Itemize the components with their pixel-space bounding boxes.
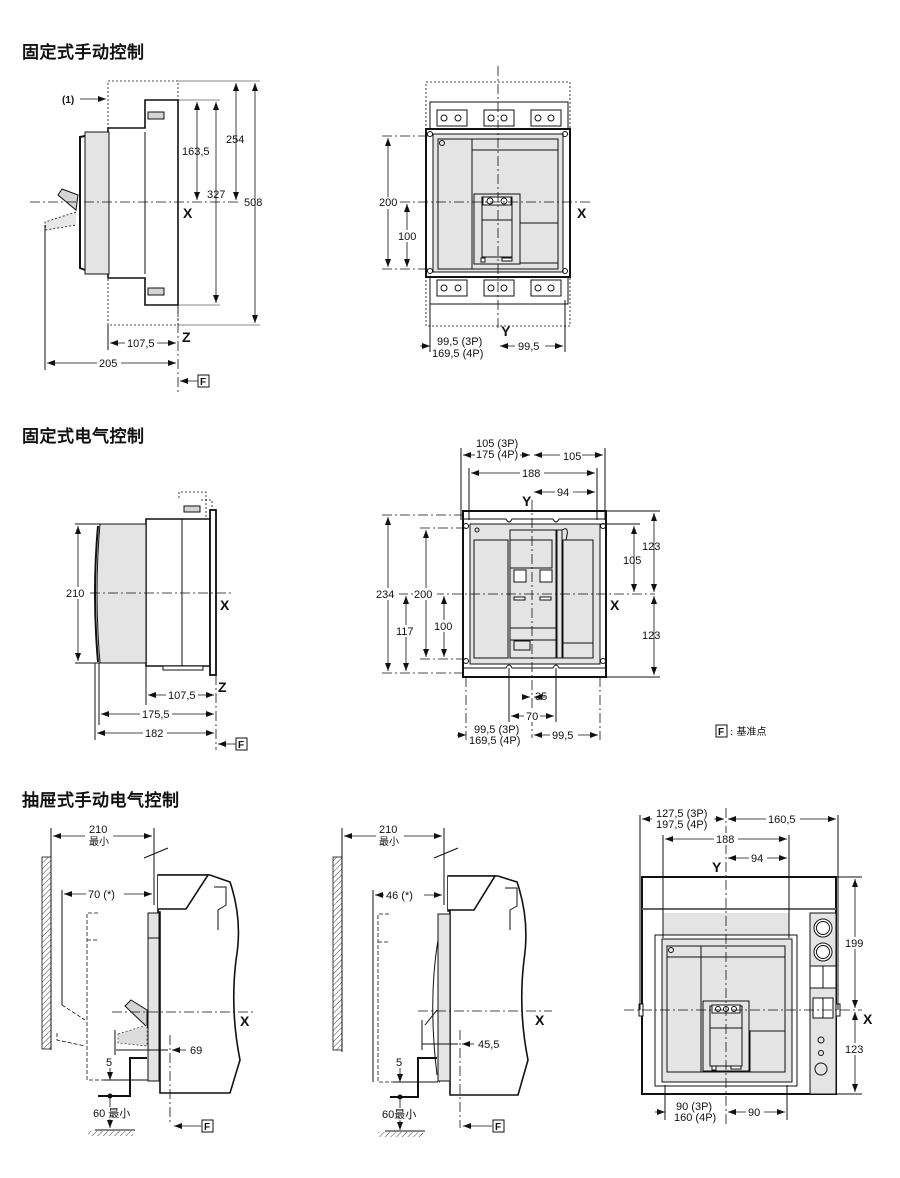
drawout-side-view-2: 210 最小 46 (*) 45,5 X 5 60最小 F	[332, 822, 552, 1137]
dim-107-5: 107,5	[127, 338, 155, 350]
x-axis-label: X	[610, 597, 620, 613]
dim-127-5-3p: 127,5 (3P)	[656, 808, 707, 820]
bottom-terminals	[429, 275, 569, 305]
z-axis-label: Z	[218, 679, 227, 695]
top-terminals	[429, 101, 569, 131]
section-title-drawout: 抽屉式手动电气控制	[22, 791, 180, 811]
dim-70: 70	[526, 711, 538, 723]
dim-60-min: 60最小	[382, 1108, 416, 1121]
dim-160-4p: 160 (4P)	[674, 1112, 716, 1124]
dim-100: 100	[398, 231, 416, 243]
dim-169-5-4p: 169,5 (4P)	[469, 735, 520, 747]
ref-f-symbol: F	[204, 1122, 210, 1133]
dim-99-5: 99,5	[518, 341, 539, 353]
dim-99-5-3p: 99,5 (3P)	[474, 724, 519, 736]
dim-107-5: 107,5	[168, 690, 196, 702]
dim-169-5-4p: 169,5 (4P)	[432, 348, 483, 360]
dim-200: 200	[414, 589, 432, 601]
dim-70-note: 70 (*)	[88, 889, 115, 901]
dim-175-5: 175,5	[142, 709, 170, 721]
dim-94: 94	[557, 487, 569, 499]
x-axis-label: X	[220, 597, 230, 613]
dim-508: 508	[244, 197, 262, 209]
dim-90-3p: 90 (3P)	[676, 1101, 712, 1113]
x-axis-label: X	[577, 205, 587, 221]
fixed-manual-front-view: X Y 200 100 99,5 (3P) 169,5 (4P) 99,5	[378, 66, 592, 360]
z-axis-label: Z	[182, 329, 191, 345]
fixed-electric-side-view: 210 X Z 107,5 175,5 182 F	[64, 491, 248, 751]
dim-210: 210	[66, 588, 84, 600]
dim-188: 188	[716, 834, 734, 846]
dim-205: 205	[99, 358, 117, 370]
dim-199: 199	[845, 938, 863, 950]
dim-254: 254	[226, 134, 244, 146]
legend-f-symbol: F	[718, 727, 724, 738]
dim-90: 90	[748, 1107, 760, 1119]
dim-210: 210	[89, 824, 107, 836]
dim-105: 105	[563, 451, 581, 463]
dim-163-5: 163,5	[182, 146, 210, 158]
dim-min-label: 最小	[379, 836, 399, 848]
x-axis-label: X	[183, 205, 193, 221]
dim-min-label: 最小	[89, 836, 109, 848]
dim-123-bottom: 123	[642, 630, 660, 642]
dim-100: 100	[434, 621, 452, 633]
dim-188: 188	[522, 468, 540, 480]
fixed-manual-side-view: X Z (1) 163,5 254 327 508 107,5 205 F	[30, 80, 262, 395]
y-axis-label: Y	[522, 493, 532, 509]
dim-69: 69	[190, 1045, 202, 1057]
dim-200: 200	[379, 197, 397, 209]
section-title-fixed-electric: 固定式电气控制	[22, 427, 145, 447]
dim-46-note: 46 (*)	[386, 890, 413, 902]
dim-123-top: 123	[642, 541, 660, 553]
dim-99-5-3p: 99,5 (3P)	[437, 336, 482, 348]
fixed-electric-front-view: Y X 105 (3P) 175 (4P) 105 188 94 234 200…	[375, 438, 660, 747]
ref-f-symbol: F	[238, 740, 244, 751]
dim-60-min: 60 最小	[93, 1107, 130, 1120]
dim-105-right: 105	[623, 555, 641, 567]
dim-197-5-4p: 197,5 (4P)	[656, 819, 707, 831]
dim-160-5: 160,5	[768, 814, 796, 826]
section-title-fixed-manual: 固定式手动控制	[22, 43, 145, 63]
drawout-front-view: Y X 127,5 (3P) 197,5 (4P) 160,5 188 94 1…	[624, 808, 873, 1125]
x-axis-label: X	[240, 1013, 250, 1029]
ref-f-symbol: F	[495, 1122, 501, 1133]
wall-hatch	[41, 856, 52, 1050]
dim-94: 94	[751, 853, 763, 865]
legend-reference-point: F : 基准点	[715, 724, 767, 738]
dim-123: 123	[845, 1044, 863, 1056]
dim-117: 117	[396, 626, 414, 638]
dim-210: 210	[379, 824, 397, 836]
dim-99-5: 99,5	[552, 730, 573, 742]
y-axis-label: Y	[712, 859, 722, 875]
dim-327: 327	[207, 189, 225, 201]
dim-105-3p: 105 (3P)	[476, 438, 518, 450]
dim-35: 35	[535, 691, 547, 703]
x-axis-label: X	[863, 1011, 873, 1027]
front-panel	[84, 131, 110, 275]
dim-5: 5	[396, 1057, 402, 1069]
dim-45-5: 45,5	[478, 1039, 499, 1051]
x-axis-label: X	[535, 1012, 545, 1028]
dim-5: 5	[106, 1057, 112, 1069]
ref-f-symbol: F	[200, 377, 206, 388]
dim-182: 182	[145, 728, 163, 740]
drawout-side-view-1: 210 最小 70 (*) 69 X 5 60 最小 F	[41, 822, 255, 1136]
dim-175-4p: 175 (4P)	[476, 449, 518, 461]
note-1: (1)	[62, 95, 74, 106]
y-axis-label: Y	[501, 323, 511, 339]
dim-234: 234	[376, 589, 394, 601]
legend-text: : 基准点	[730, 725, 767, 738]
